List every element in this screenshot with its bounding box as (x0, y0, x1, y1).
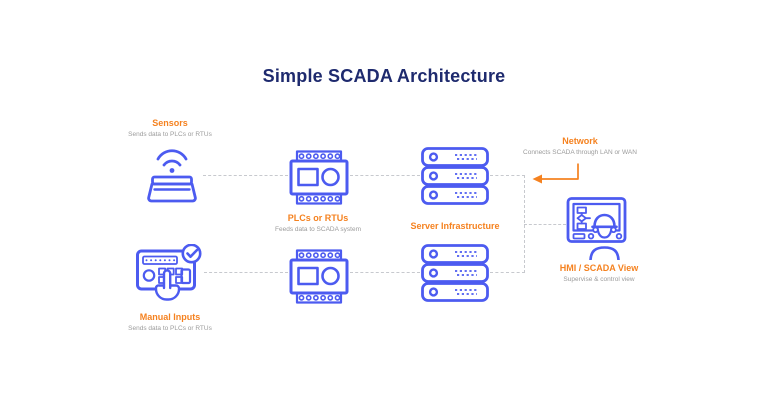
network-label: Network Connects SCADA through LAN or WA… (500, 136, 660, 156)
servers-label: Server Infrastructure (375, 221, 535, 231)
connector-server-network-bottom (490, 272, 525, 273)
network-description: Connects SCADA through LAN or WAN (523, 148, 637, 156)
plcs-description: Feeds data to SCADA system (275, 225, 361, 233)
hmi-description: Supervise & control view (563, 275, 635, 283)
hmi-title: HMI / SCADA View (559, 263, 639, 273)
wireless-sensor-icon (138, 144, 206, 208)
manual-inputs-description: Sends data to PLCs or RTUs (128, 324, 212, 332)
connector-plc-server-bottom (350, 272, 420, 273)
hmi-label: HMI / SCADA View Supervise & control vie… (519, 263, 679, 283)
diagram-title: Simple SCADA Architecture (262, 66, 506, 86)
connector-network-hmi (524, 224, 566, 225)
connector-server-network-top (490, 175, 525, 176)
connector-plc-server-top (350, 175, 420, 176)
plc-module-icon (288, 150, 350, 205)
sensors-description: Sends data to PLCs or RTUs (128, 130, 212, 138)
plcs-title: PLCs or RTUs (287, 213, 349, 223)
manual-inputs-label: Manual Inputs Sends data to PLCs or RTUs (90, 312, 250, 332)
connector-sensors-plc (203, 175, 288, 176)
network-title: Network (562, 136, 598, 146)
server-rack-icon (420, 147, 490, 205)
sensors-label: Sensors Sends data to PLCs or RTUs (90, 118, 250, 138)
manual-inputs-title: Manual Inputs (139, 312, 201, 322)
operator-monitor-icon (566, 196, 632, 260)
servers-title: Server Infrastructure (410, 221, 500, 231)
sensors-title: Sensors (152, 118, 188, 128)
network-arrow-icon (530, 162, 582, 186)
control-panel-hand-icon (134, 244, 204, 306)
plc-module-icon (288, 249, 350, 304)
connector-manual-plc (204, 272, 288, 273)
server-rack-icon (420, 244, 490, 302)
plcs-label: PLCs or RTUs Feeds data to SCADA system (238, 213, 398, 233)
